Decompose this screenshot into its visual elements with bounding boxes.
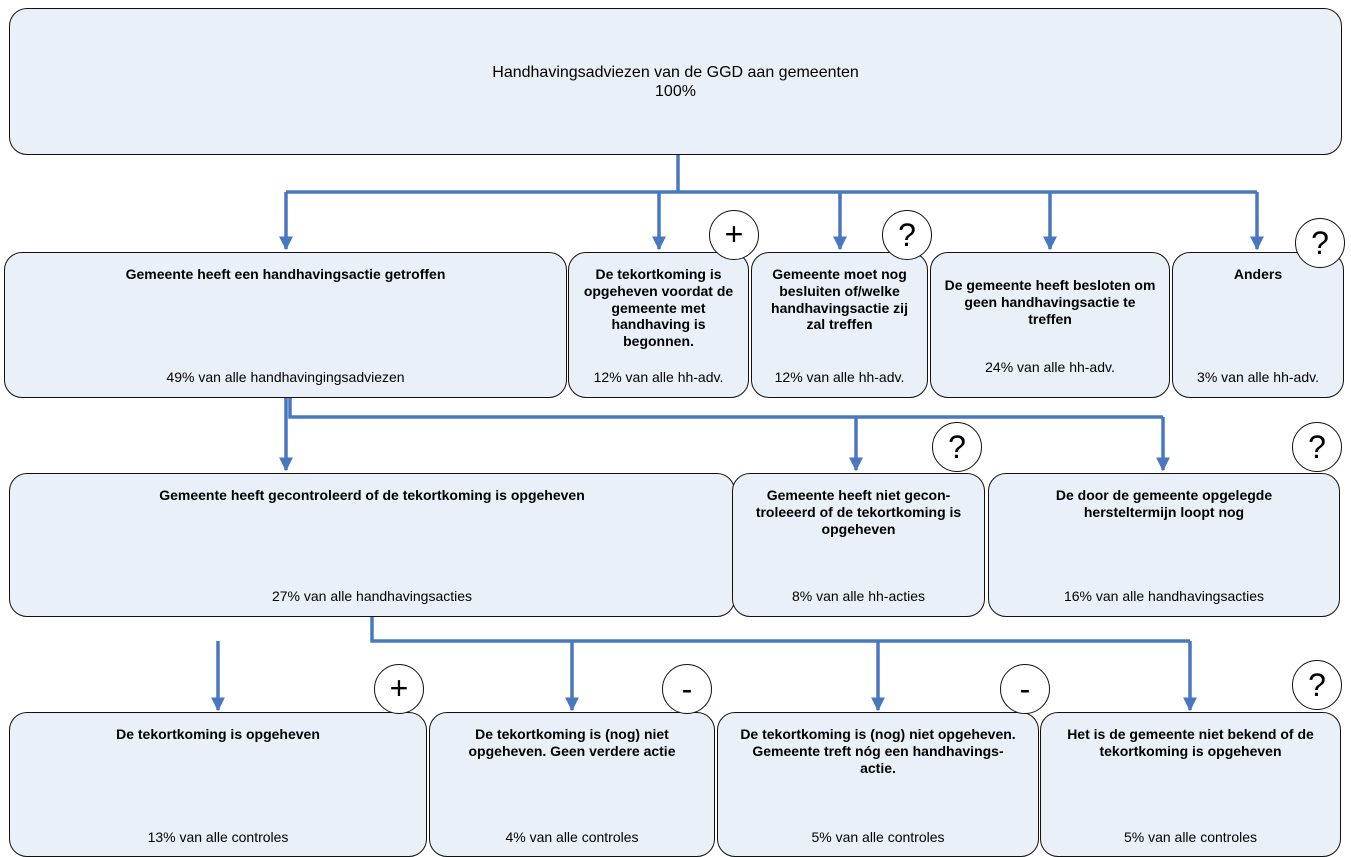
node-opgeheven: De tekortkoming is opgeheven 13% van all… [9, 712, 427, 857]
node-opgeheven-voor-handhaving: De tekortkoming is opgeheven voordat de … [568, 252, 749, 398]
node-percentage: 27% van alle handhavingsacties [271, 588, 473, 604]
node-niet-opgeheven-nieuwe-actie: De tekortkoming is (nog) niet opgeheven.… [717, 712, 1039, 857]
node-percentage: 13% van alle controles [147, 829, 289, 845]
root-percent: 100% [655, 83, 696, 101]
node-niet-opgeheven-geen-actie: De tekortkoming is (nog) niet opgeheven.… [429, 712, 715, 857]
node-title: De tekortkoming is (nog) niet opgeheven.… [468, 726, 676, 759]
node-anders: Anders 3% van alle hh-adv. [1172, 252, 1344, 398]
minus-badge: - [662, 664, 712, 714]
node-percentage: 5% van alle controles [811, 829, 945, 845]
node-title: De tekortkoming is opgeheven [116, 726, 320, 742]
node-title: De door de gemeente opgelegde herstelter… [1055, 487, 1273, 520]
node-title: Gemeente moet nog besluiten of/welke han… [771, 266, 908, 333]
node-title: De tekortkoming is opgeheven voordat de … [583, 266, 734, 350]
node-percentage: 4% van alle controles [505, 829, 639, 845]
node-percentage: 8% van alle hh-acties [791, 588, 926, 604]
node-geen-handhavingsactie: De gemeente heeft besloten om geen handh… [930, 252, 1170, 398]
root-title: Handhavingsadviezen van de GGD aan gemee… [492, 64, 859, 81]
minus-badge: - [1000, 664, 1050, 714]
node-percentage: 49% van alle handhavingingsadviezen [166, 369, 405, 385]
node-moet-nog-besluiten: Gemeente moet nog besluiten of/welke han… [751, 252, 928, 398]
node-gecontroleerd: Gemeente heeft gecontroleerd of de tekor… [9, 473, 735, 617]
connector-bus-2 [288, 398, 1163, 419]
node-title: Gemeente heeft gecontroleerd of de tekor… [159, 487, 585, 503]
root-node: Handhavingsadviezen van de GGD aan gemee… [9, 8, 1342, 155]
plus-badge: + [374, 664, 424, 714]
node-title: Gemeente heeft een handhavingsactie getr… [125, 266, 446, 282]
node-percentage: 24% van alle hh-adv. [985, 359, 1115, 375]
question-badge: ? [1295, 218, 1345, 268]
node-title: Het is de gemeente niet bekend of de tek… [1067, 726, 1314, 759]
question-badge: ? [1292, 660, 1342, 710]
node-hersteltermijn-loopt: De door de gemeente opgelegde herstelter… [988, 473, 1340, 617]
node-percentage: 5% van alle controles [1123, 829, 1258, 845]
node-handhavingsactie-getroffen: Gemeente heeft een handhavingsactie getr… [4, 252, 567, 398]
question-badge: ? [1292, 422, 1342, 472]
node-percentage: 12% van alle hh-adv. [593, 369, 724, 385]
node-percentage: 12% van alle hh-adv. [774, 369, 905, 385]
connector-bus-3 [370, 616, 1190, 643]
question-badge: ? [932, 422, 982, 472]
node-niet-bekend: Het is de gemeente niet bekend of de tek… [1040, 712, 1341, 857]
question-badge: ? [882, 210, 932, 260]
node-percentage: 3% van alle hh-adv. [1197, 369, 1319, 385]
plus-badge: + [709, 210, 759, 260]
node-percentage: 16% van alle handhavingsacties [1063, 588, 1265, 604]
node-niet-gecontroleerd: Gemeente heeft niet gecon- troleeerd of … [732, 473, 985, 617]
node-title: De gemeente heeft besloten om geen handh… [944, 277, 1156, 327]
node-title: Anders [1233, 266, 1283, 282]
node-title: Gemeente heeft niet gecon- troleeerd of … [755, 487, 962, 537]
node-title: De tekortkoming is (nog) niet opgeheven.… [740, 726, 1016, 776]
